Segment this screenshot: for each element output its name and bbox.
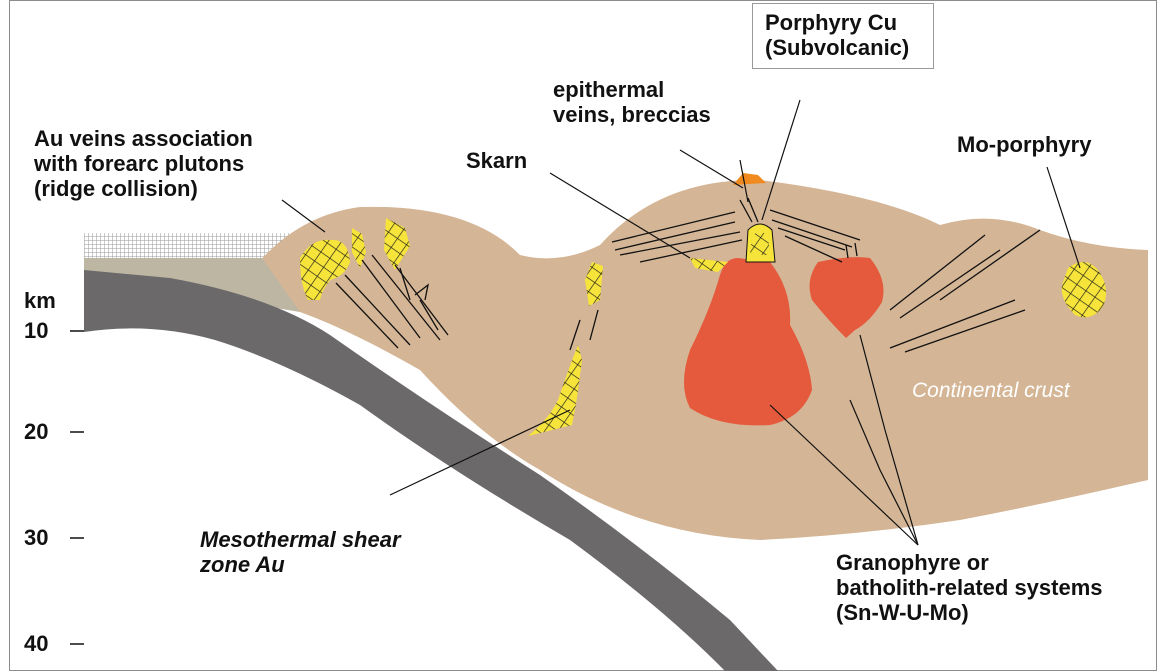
granophyre-label-line3: (Sn-W-U-Mo) <box>836 600 1103 625</box>
au-veins-label-line2: with forearc plutons <box>34 151 253 176</box>
porphyry-cu-stock-hatch <box>750 232 770 255</box>
granophyre-label: Granophyre or batholith-related systems … <box>836 550 1103 625</box>
continental-crust-label: Continental crust <box>912 378 1070 403</box>
epithermal-label: epithermal veins, breccias <box>553 77 711 127</box>
depth-tick-30: 30 <box>24 525 48 551</box>
granophyre-label-line1: Granophyre or <box>836 550 1103 575</box>
depth-tick-40: 40 <box>24 631 48 657</box>
porphyry-cu-label: Porphyry Cu (Subvolcanic) <box>765 10 909 60</box>
granophyre-label-line2: batholith-related systems <box>836 575 1103 600</box>
mo-porphyry-label: Mo-porphyry <box>957 132 1091 157</box>
depth-tick-10: 10 <box>24 318 48 344</box>
mesothermal-label-line1: Mesothermal shear <box>200 527 401 552</box>
mesothermal-label: Mesothermal shear zone Au <box>200 527 401 577</box>
epithermal-label-line1: epithermal <box>553 77 711 102</box>
au-veins-label-line3: (ridge collision) <box>34 176 253 201</box>
porphyry-cu-label-line2: (Subvolcanic) <box>765 35 909 60</box>
depth-axis-ticks <box>70 331 84 644</box>
depth-tick-20: 20 <box>24 419 48 445</box>
volcanic-cap <box>733 173 766 185</box>
porphyry-cu-label-line1: Porphyry Cu <box>765 10 909 35</box>
au-veins-label-line1: Au veins association <box>34 126 253 151</box>
depth-axis-unit: km <box>24 288 56 314</box>
skarn-label: Skarn <box>466 148 527 173</box>
mesothermal-label-line2: zone Au <box>200 552 401 577</box>
epithermal-label-line2: veins, breccias <box>553 102 711 127</box>
au-veins-label: Au veins association with forearc pluton… <box>34 126 253 201</box>
